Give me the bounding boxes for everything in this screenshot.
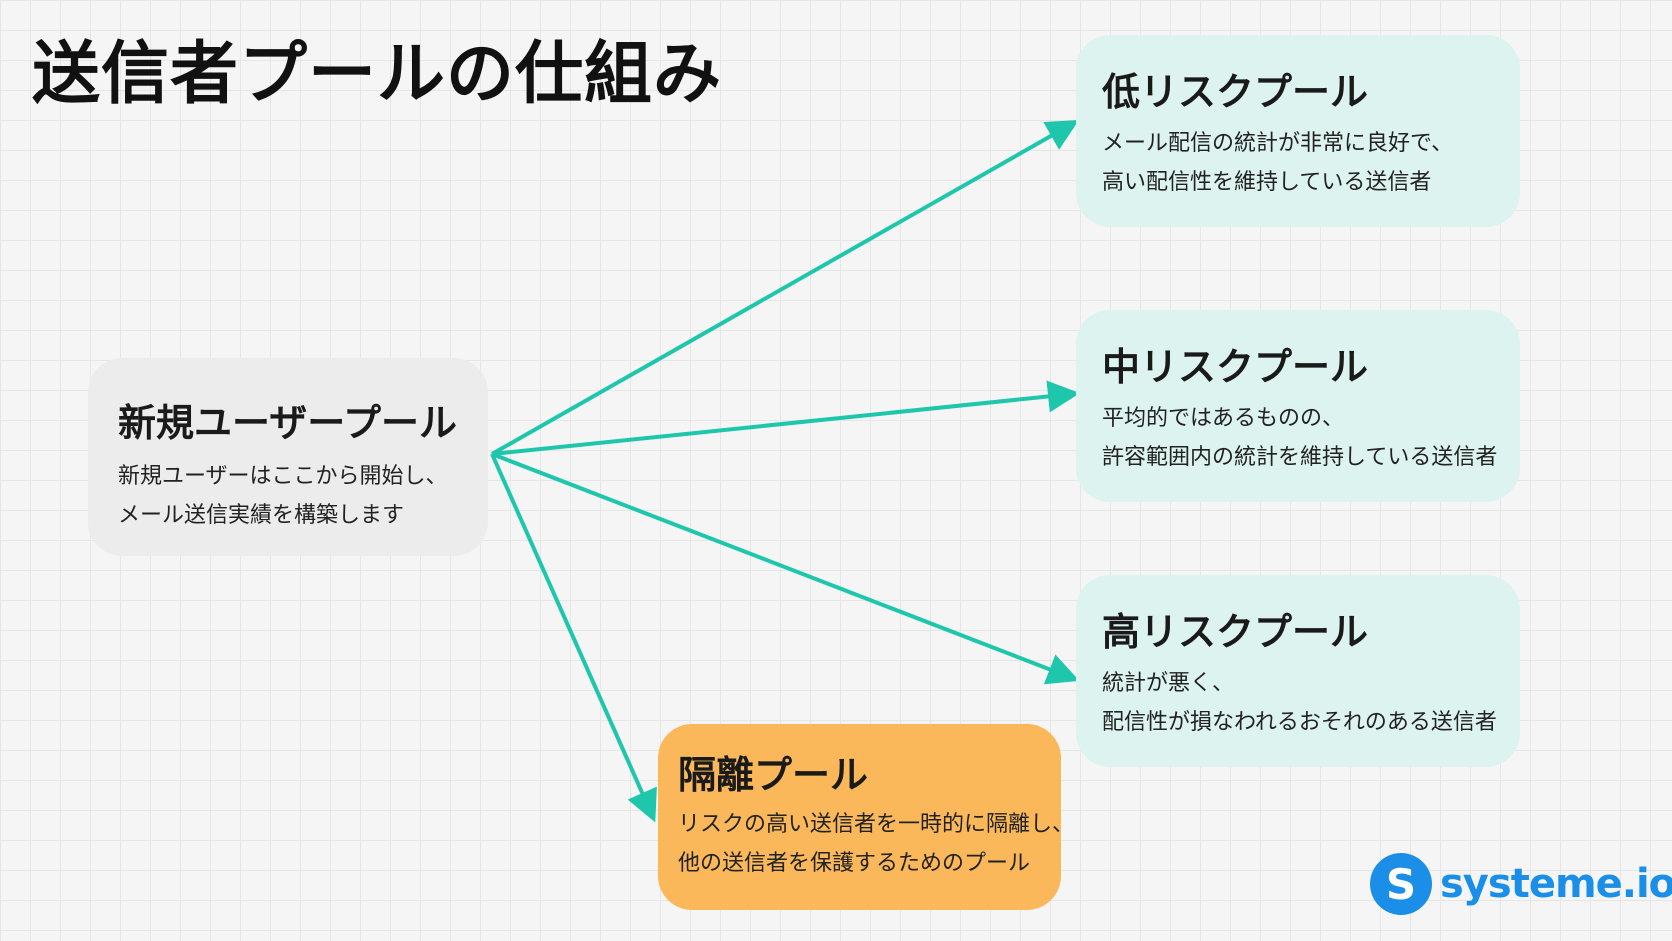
systeme-logo-icon: S xyxy=(1370,853,1432,915)
low-risk-pool-card: 低リスクプール メール配信の統計が非常に良好で、 高い配信性を維持している送信者 xyxy=(1076,35,1520,227)
high-risk-pool-desc-line1: 統計が悪く、 xyxy=(1102,671,1235,696)
isolation-pool-desc-line2: 他の送信者を保護するためのプール xyxy=(678,851,1031,876)
isolation-pool-card: 隔離プール リスクの高い送信者を一時的に隔離し、 他の送信者を保護するためのプー… xyxy=(658,724,1075,910)
mid-risk-pool-desc-line1: 平均的ではあるものの、 xyxy=(1102,406,1345,431)
mid-risk-pool-card: 中リスクプール 平均的ではあるものの、 許容範囲内の統計を維持している送信者 xyxy=(1076,310,1520,502)
arrow-to-isolation xyxy=(490,453,657,823)
high-risk-pool-desc-line2: 配信性が損なわれるおそれのある送信者 xyxy=(1102,710,1497,735)
mid-risk-pool-desc-line2: 許容範囲内の統計を維持している送信者 xyxy=(1102,445,1498,470)
high-risk-pool-title: 高リスクプール xyxy=(1102,610,1369,654)
page-title: 送信者プールの仕組み xyxy=(32,35,723,114)
low-risk-pool-desc-line2: 高い配信性を維持している送信者 xyxy=(1102,170,1432,195)
mid-risk-pool-title: 中リスクプール xyxy=(1102,345,1369,389)
systeme-logo: S systeme.io xyxy=(1370,853,1672,915)
arrow-to-high-risk xyxy=(491,452,1080,685)
new-user-pool-title: 新規ユーザープール xyxy=(118,401,457,445)
high-risk-pool-card: 高リスクプール 統計が悪く、 配信性が損なわれるおそれのある送信者 xyxy=(1076,575,1520,767)
isolation-pool-title: 隔離プール xyxy=(678,753,869,797)
systeme-logo-text: systeme.io xyxy=(1440,861,1672,907)
arrow-to-mid-risk xyxy=(491,380,1080,456)
low-risk-pool-title: 低リスクプール xyxy=(1102,70,1369,114)
new-user-pool-card: 新規ユーザープール 新規ユーザーはここから開始し、 メール送信実績を構築します xyxy=(88,358,488,556)
arrow-to-low-risk xyxy=(491,120,1079,456)
isolation-pool-desc-line1: リスクの高い送信者を一時的に隔離し、 xyxy=(678,812,1075,837)
low-risk-pool-desc-line1: メール配信の統計が非常に良好で、 xyxy=(1102,131,1454,156)
new-user-pool-desc-line1: 新規ユーザーはここから開始し、 xyxy=(118,464,448,489)
new-user-pool-desc-line2: メール送信実績を構築します xyxy=(118,503,405,528)
